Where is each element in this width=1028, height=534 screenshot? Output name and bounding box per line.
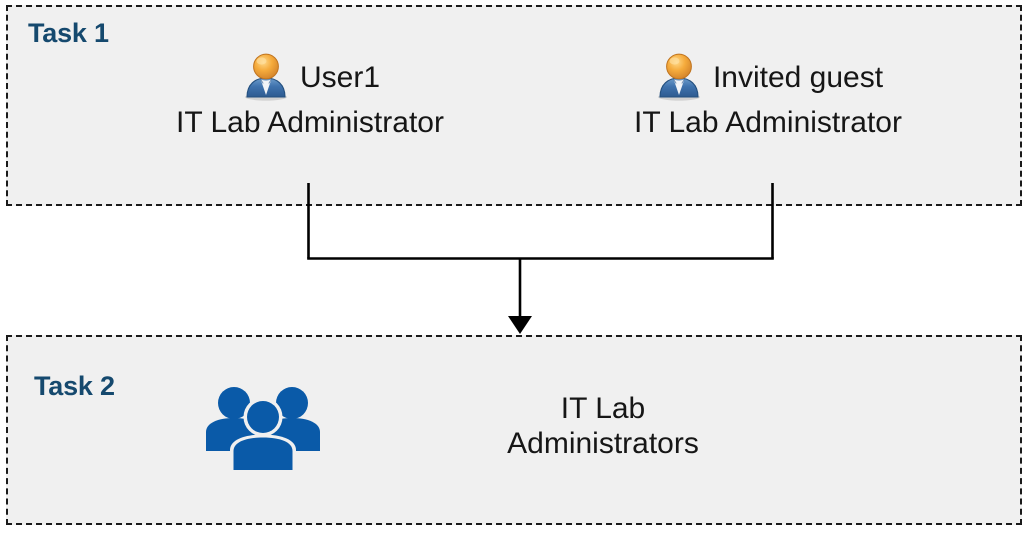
person-name: User1 xyxy=(299,61,381,94)
task-2-container xyxy=(6,335,1022,525)
single-user-icon xyxy=(653,50,705,107)
single-user-icon xyxy=(240,50,292,107)
person-name: Invited guest xyxy=(712,61,884,94)
group-name: IT Lab Administrators xyxy=(346,391,820,462)
person-role: IT Lab Administrator xyxy=(176,106,444,139)
person-card-user1: User1 IT Lab Administrator xyxy=(130,50,490,138)
group-name-line-2: Administrators xyxy=(507,427,699,460)
group-name-line-1: IT Lab xyxy=(560,391,646,425)
task-1-label: Task 1 xyxy=(28,18,109,48)
group-card-it-lab-administrators: IT Lab Administrators xyxy=(200,380,820,472)
person-card-invited-guest: Invited guest IT Lab Administrator xyxy=(578,50,958,138)
person-header-row: Invited guest xyxy=(578,50,958,106)
task-2-label: Task 2 xyxy=(34,371,115,401)
user-group-icon xyxy=(200,380,326,472)
task-1-container xyxy=(6,5,1022,206)
arrow-head-icon xyxy=(508,316,532,334)
person-header-row: User1 xyxy=(130,50,490,106)
person-role: IT Lab Administrator xyxy=(634,106,902,139)
